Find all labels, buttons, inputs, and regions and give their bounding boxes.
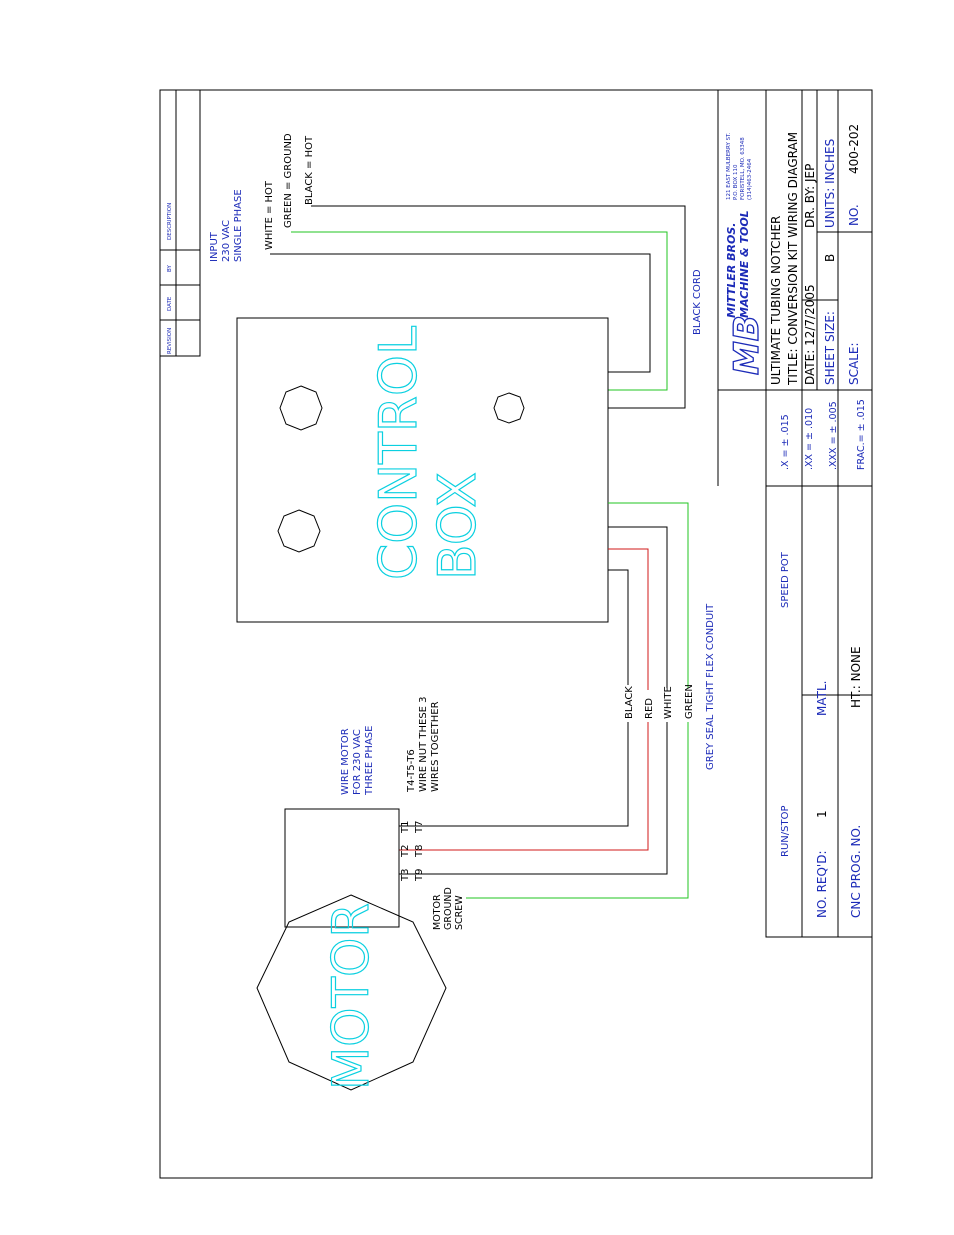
black-wire-top <box>608 569 629 685</box>
conduit-wire-labels: BLACK RED WHITE GREEN <box>624 684 695 719</box>
terminal-t9: T9 <box>414 869 425 882</box>
drawing-date: DATE: 12/7/2005 <box>803 284 817 385</box>
company-name-line1: MITTLER BROS. <box>725 223 738 318</box>
motor-body <box>256 894 447 1091</box>
company-logo: MB MITTLER BROS. MACHINE & TOOL 121 EAST… <box>725 132 768 375</box>
green-wire-top <box>608 502 689 688</box>
motor-label: MOTOR <box>322 903 380 1090</box>
run-stop-label: RUN/STOP <box>780 806 791 857</box>
motor-ground-note: MOTOR GROUND SCREW <box>432 887 465 930</box>
black-wire-label: BLACK <box>624 686 635 719</box>
terminal-t1: T1 <box>400 821 411 834</box>
wire-motor-note-line2: FOR 230 VAC <box>352 729 363 795</box>
address-line2: P.O. BOX 110 <box>733 164 739 200</box>
tolerance-xxx: .XXX = ± .005 <box>828 401 839 470</box>
control-box-label-line1: CONTROL <box>369 326 429 580</box>
units: UNITS: INCHES <box>823 139 837 228</box>
drawn-by: DR. BY: JEP <box>803 164 817 228</box>
input-label-line1: INPUT <box>209 231 220 262</box>
conduit-label: GREY SEAL TIGHT FLEX CONDUIT <box>705 603 716 770</box>
tolerance-x: .X = ± .015 <box>780 414 791 470</box>
quantity-label: NO. REQ'D: <box>815 850 829 918</box>
control-box: CONTROL BOX <box>236 317 609 623</box>
title-block-frame <box>717 89 873 938</box>
green-wire-label: GREEN <box>684 684 695 719</box>
input-label-line3: SINGLE PHASE <box>233 189 244 262</box>
white-hot-wire <box>270 253 651 373</box>
wire-motor-note: WIRE MOTOR FOR 230 VAC THREE PHASE <box>340 726 375 796</box>
input-wires <box>270 205 686 409</box>
heat-treat: HT.: NONE <box>849 646 863 708</box>
black-wire-bottom <box>399 722 629 827</box>
drawing-border <box>159 89 873 1179</box>
material-block: MATL. HT.: NONE NO. REQ'D: 1 CNC PROG. N… <box>815 646 863 918</box>
drawing-number: 400-202 <box>847 124 861 174</box>
white-wire-top <box>608 526 668 688</box>
black-hot-label: BLACK = HOT <box>304 135 315 205</box>
ground-note-line2: GROUND <box>443 887 454 930</box>
white-hot-label: WHITE = HOT <box>264 180 275 250</box>
white-wire-bottom <box>399 722 668 875</box>
cnc-program-label: CNC PROG. NO. <box>849 825 863 918</box>
ground-note-line1: MOTOR <box>432 894 443 930</box>
red-wire-label: RED <box>644 698 655 719</box>
motor-terminal-box <box>284 808 400 928</box>
tolerance-frac: FRAC.= ± .015 <box>856 399 867 470</box>
control-knob <box>277 509 321 553</box>
input-note: INPUT 230 VAC SINGLE PHASE <box>209 189 244 262</box>
wire-nut-note-line2: WIRE NUT THESE 3 <box>418 696 429 792</box>
scale-label: SCALE: <box>847 342 861 385</box>
company-name-line2: MACHINE & TOOL <box>738 210 751 318</box>
green-wire-bottom <box>466 722 689 899</box>
terminal-t2: T2 <box>400 845 411 858</box>
black-hot-wire <box>311 205 686 409</box>
tolerances: .X = ± .015 .XX = ± .010 .XXX = ± .005 F… <box>780 399 867 470</box>
control-knob <box>279 385 323 431</box>
tolerance-xx: .XX = ± .010 <box>804 408 815 470</box>
wire-nut-note: T4-T5-T6 WIRE NUT THESE 3 WIRES TOGETHER <box>406 696 441 793</box>
control-knob <box>493 392 525 424</box>
motor: MOTOR <box>256 808 447 1091</box>
green-ground-wire <box>291 231 668 391</box>
conduit-wires <box>399 502 689 899</box>
wire-motor-note-line1: WIRE MOTOR <box>340 728 351 795</box>
terminal-t7: T7 <box>414 821 425 834</box>
white-wire-label: WHITE <box>663 686 674 719</box>
title-block-text: ULTIMATE TUBING NOTCHER TITLE: CONVERSIO… <box>769 124 861 386</box>
date-header: DATE <box>167 296 173 311</box>
terminal-t8: T8 <box>414 845 425 858</box>
terminal-t3: T3 <box>400 869 411 882</box>
quantity-value: 1 <box>815 810 829 818</box>
number-label: NO. <box>847 204 861 226</box>
green-ground-label: GREEN = GROUND <box>283 133 294 228</box>
by-header: BY <box>167 265 173 272</box>
material-label: MATL. <box>815 681 829 716</box>
black-cord-label: BLACK CORD <box>692 269 703 335</box>
wire-nut-note-line3: WIRES TOGETHER <box>430 701 441 792</box>
drawing-title: TITLE: CONVERSION KIT WIRING DIAGRAM <box>786 132 800 386</box>
sheet-size-label: SHEET SIZE: <box>823 311 837 385</box>
description-header: DESCRIPTION <box>167 203 173 240</box>
wire-motor-note-line3: THREE PHASE <box>364 726 375 796</box>
red-wire-bottom <box>399 722 649 851</box>
wire-nut-note-line1: T4-T5-T6 <box>406 749 417 793</box>
input-label-line2: 230 VAC <box>221 220 232 262</box>
logo-mark: MB <box>727 315 767 375</box>
revision-header: REVISION <box>167 328 173 354</box>
speed-pot-label: SPEED POT <box>780 551 791 608</box>
control-box-label-line2: BOX <box>428 472 488 580</box>
ground-note-line3: SCREW <box>454 895 465 930</box>
revision-block: REVISION DATE BY DESCRIPTION <box>159 89 201 357</box>
motor-terminal-labels: T1 T7 T2 T8 T3 T9 <box>400 821 425 882</box>
address-line4: (314)463-2464 <box>747 158 753 200</box>
red-wire-top <box>608 548 649 690</box>
input-wire-labels: WHITE = HOT GREEN = GROUND BLACK = HOT <box>264 133 315 250</box>
product-name: ULTIMATE TUBING NOTCHER <box>769 216 783 385</box>
sheet-size-value: B <box>823 254 837 262</box>
address-line3: FORISTELL, MO. 63348 <box>740 137 746 200</box>
address-line1: 121 EAST MULBERRY ST. <box>726 132 732 200</box>
